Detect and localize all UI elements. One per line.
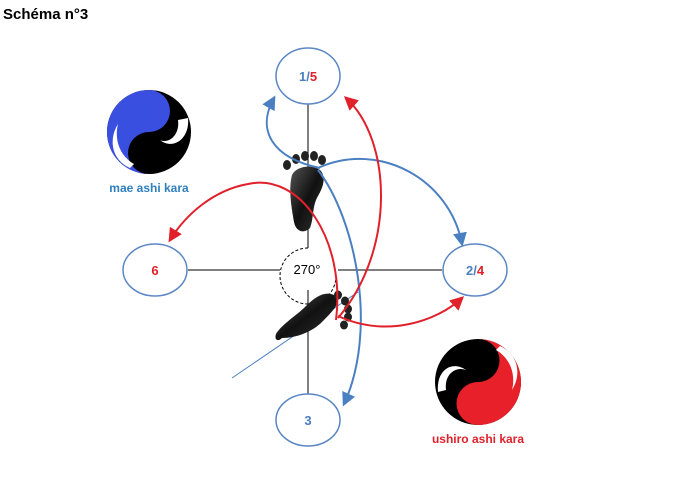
ushiro-ashi-kara-caption: ushiro ashi kara: [432, 432, 524, 446]
node-right-a: 2: [466, 263, 473, 278]
angle-label: 270°: [294, 262, 321, 277]
node-bottom-label: 3: [304, 413, 311, 428]
red-arrow-to-top: [338, 98, 381, 318]
node-left-label: 6: [151, 263, 158, 278]
node-top-b: 5: [310, 69, 317, 84]
node-top: 1/5: [276, 48, 340, 104]
blue-arrow-to-right: [318, 159, 462, 244]
node-top-a: 1: [299, 69, 306, 84]
blue-arrow-to-bottom: [318, 170, 361, 404]
svg-text:2/4: 2/4: [466, 263, 485, 278]
red-arrow-to-right: [338, 298, 462, 326]
node-right: 2/4: [443, 244, 507, 296]
node-right-b: 4: [477, 263, 485, 278]
mae-ashi-kara-emblem-icon: [107, 90, 191, 174]
node-bottom: 3: [276, 394, 340, 446]
mae-ashi-kara-caption: mae ashi kara: [109, 181, 189, 195]
svg-text:1/5: 1/5: [299, 69, 317, 84]
node-left: 6: [123, 244, 187, 296]
ushiro-ashi-kara-emblem-icon: [435, 339, 521, 425]
